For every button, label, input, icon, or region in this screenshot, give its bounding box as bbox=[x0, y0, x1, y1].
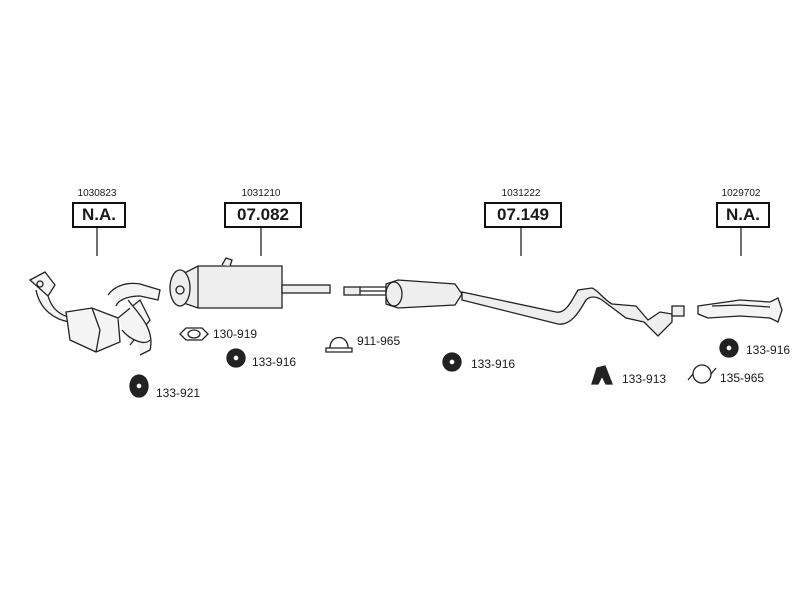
rubber-hanger-icon bbox=[226, 348, 246, 368]
rubber-mount-icon bbox=[129, 374, 149, 398]
part-number-box-2[interactable]: 07.082 bbox=[224, 202, 302, 228]
part-label-gasket[interactable]: 130-919 bbox=[213, 327, 258, 341]
part-label-hanger-2[interactable]: 133-916 bbox=[471, 357, 516, 371]
rubber-hanger-icon-2 bbox=[442, 352, 462, 372]
part-label-bracket[interactable]: 133-913 bbox=[622, 372, 667, 386]
part-number-box-1[interactable]: N.A. bbox=[72, 202, 126, 228]
catalytic-converter-icon bbox=[28, 271, 161, 356]
part-label-hanger-1[interactable]: 133-916 bbox=[252, 355, 297, 369]
part-number-box-3[interactable]: 07.149 bbox=[484, 202, 562, 228]
part-label-hanger-3[interactable]: 133-916 bbox=[746, 343, 791, 357]
u-clamp-icon bbox=[325, 336, 353, 353]
front-silencer-icon bbox=[169, 257, 331, 309]
part-number-box-4[interactable]: N.A. bbox=[716, 202, 770, 228]
part-label-mount[interactable]: 133-921 bbox=[156, 386, 201, 400]
pipe-clamp-icon bbox=[687, 364, 717, 384]
center-muffler-pipe-icon bbox=[343, 279, 685, 337]
group-code-1: 1030823 bbox=[77, 188, 117, 199]
group-code-3: 1031222 bbox=[501, 188, 541, 199]
rubber-hanger-icon-3 bbox=[719, 338, 739, 358]
rubber-bracket-icon bbox=[591, 365, 613, 385]
gasket-ring-icon bbox=[179, 327, 209, 341]
group-code-2: 1031210 bbox=[241, 188, 281, 199]
group-code-4: 1029702 bbox=[721, 188, 761, 199]
part-label-u-clamp[interactable]: 911-965 bbox=[357, 334, 401, 348]
part-label-pipe-clamp[interactable]: 135-965 bbox=[720, 371, 765, 385]
tail-pipe-icon bbox=[697, 297, 783, 323]
